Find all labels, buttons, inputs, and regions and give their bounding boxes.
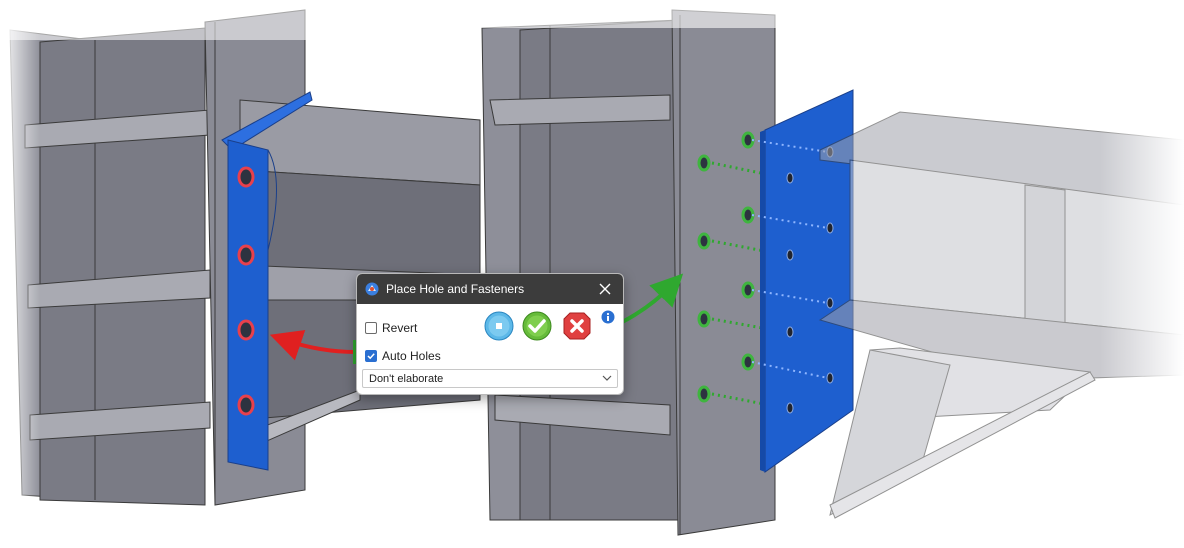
preview-button[interactable] <box>484 311 514 341</box>
cancel-icon <box>570 319 584 333</box>
bolt-markers-green <box>697 131 786 410</box>
middle-column <box>470 0 790 536</box>
close-icon <box>599 283 611 295</box>
checkmark-icon <box>528 319 546 333</box>
revert-checkbox[interactable] <box>365 322 377 334</box>
dialog-titlebar[interactable]: Place Hole and Fasteners <box>357 274 623 304</box>
dialog-title: Place Hole and Fasteners <box>386 282 525 296</box>
ok-button[interactable] <box>522 311 552 341</box>
elaborate-dropdown[interactable]: Don't elaborate <box>362 369 618 388</box>
end-plate-right[interactable] <box>751 89 854 473</box>
close-button[interactable] <box>595 279 615 299</box>
auto-holes-label: Auto Holes <box>382 349 441 363</box>
end-plate-left[interactable] <box>221 91 313 471</box>
place-hole-fasteners-dialog: Place Hole and Fasteners Revert Auto Hol… <box>356 273 624 395</box>
chevron-down-icon <box>602 375 612 381</box>
revert-option[interactable]: Revert <box>365 320 417 336</box>
cancel-button[interactable] <box>562 311 592 341</box>
auto-holes-option[interactable]: Auto Holes <box>365 348 441 364</box>
app-logo-icon <box>365 282 379 296</box>
preview-icon <box>496 323 502 329</box>
info-button[interactable] <box>601 310 615 324</box>
elaborate-selected-value: Don't elaborate <box>369 373 444 385</box>
red-arrow <box>269 330 357 361</box>
revert-label: Revert <box>382 321 418 335</box>
auto-holes-checkbox[interactable] <box>365 350 377 362</box>
hole-markers-red <box>237 166 255 416</box>
info-icon <box>606 312 610 321</box>
